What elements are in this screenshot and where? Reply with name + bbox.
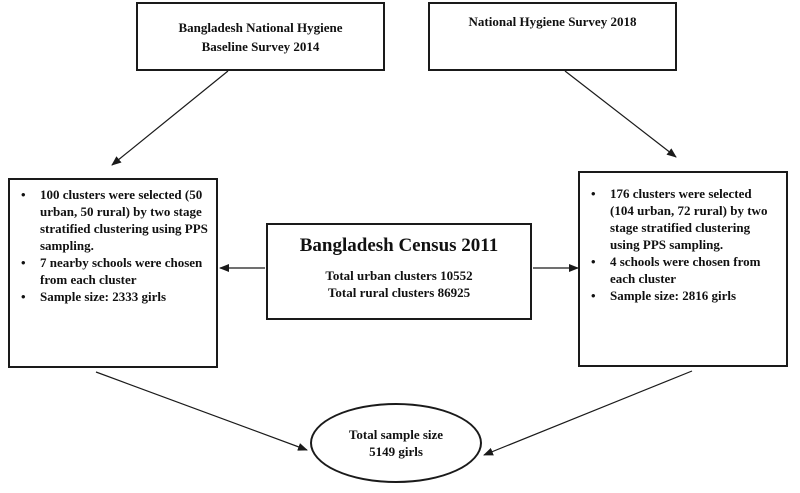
list-item: • 7 nearby schools were chosen from each … bbox=[18, 254, 208, 288]
census-urban-clusters: Total urban clusters 10552 bbox=[325, 268, 473, 283]
survey-2018-bullet-list: • 176 clusters were selected (104 urban, … bbox=[588, 185, 778, 304]
survey-2014-box: Bangladesh National Hygiene Baseline Sur… bbox=[136, 2, 385, 71]
bullet-icon: • bbox=[21, 255, 26, 270]
survey-2014-line1: Bangladesh National Hygiene bbox=[178, 19, 343, 35]
list-item: • Sample size: 2333 girls bbox=[18, 288, 208, 305]
total-sample-ellipse: Total sample size 5149 girls bbox=[310, 403, 482, 483]
bullet-icon: • bbox=[591, 288, 596, 303]
bullet-icon: • bbox=[21, 289, 26, 304]
survey-2018-title: National Hygiene Survey 2018 bbox=[468, 14, 637, 29]
survey-2014-line2: Baseline Survey 2014 bbox=[201, 38, 320, 54]
arrow-right-to-total bbox=[483, 370, 693, 456]
bullet-text: 7 nearby schools were chosen from each c… bbox=[40, 255, 203, 287]
list-item: • 176 clusters were selected (104 urban, … bbox=[588, 185, 778, 253]
census-rural-clusters: Total rural clusters 86925 bbox=[327, 285, 471, 300]
bullet-icon: • bbox=[591, 254, 596, 269]
census-title: Bangladesh Census 2011 bbox=[299, 235, 499, 256]
census-box: Bangladesh Census 2011 Total urban clust… bbox=[266, 223, 532, 320]
arrow-2014-to-left bbox=[111, 70, 229, 166]
bullet-text: Sample size: 2816 girls bbox=[610, 288, 737, 303]
bullet-text: 100 clusters were selected (50 urban, 50… bbox=[40, 187, 208, 253]
survey-2014-details-box: • 100 clusters were selected (50 urban, 5… bbox=[8, 178, 218, 368]
arrow-left-to-total bbox=[95, 371, 308, 451]
survey-2014-bullet-list: • 100 clusters were selected (50 urban, 5… bbox=[18, 186, 208, 305]
bullet-text: Sample size: 2333 girls bbox=[40, 289, 167, 304]
total-sample-value: 5149 girls bbox=[369, 444, 423, 459]
survey-2018-box: National Hygiene Survey 2018 bbox=[428, 2, 677, 71]
list-item: • 100 clusters were selected (50 urban, 5… bbox=[18, 186, 208, 254]
bullet-icon: • bbox=[21, 187, 26, 202]
total-sample-label: Total sample size bbox=[348, 427, 444, 442]
list-item: • 4 schools were chosen from each cluster bbox=[588, 253, 778, 287]
bullet-text: 176 clusters were selected (104 urban, 7… bbox=[610, 186, 768, 252]
bullet-text: 4 schools were chosen from each cluster bbox=[610, 254, 761, 286]
survey-2018-details-box: • 176 clusters were selected (104 urban, … bbox=[578, 171, 788, 367]
bullet-icon: • bbox=[591, 186, 596, 201]
list-item: • Sample size: 2816 girls bbox=[588, 287, 778, 304]
arrow-2018-to-right bbox=[564, 70, 677, 158]
